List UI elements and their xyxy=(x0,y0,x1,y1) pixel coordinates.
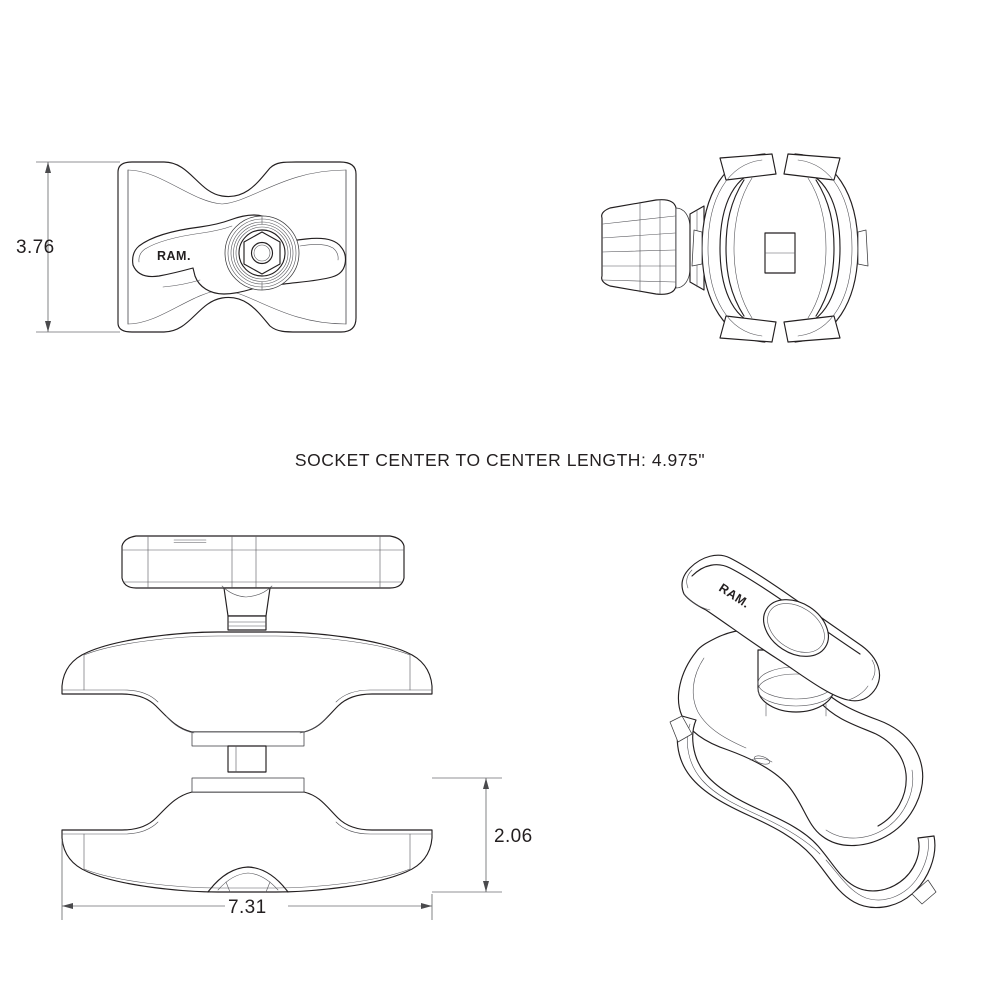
lever-handle-side xyxy=(121,535,405,589)
socket-length-caption: SOCKET CENTER TO CENTER LENGTH: 4.975" xyxy=(294,450,706,470)
arm-upper-half xyxy=(61,631,433,747)
dimension-label-height: 3.76 xyxy=(16,237,55,258)
ram-logo-front: RAM. xyxy=(157,249,191,263)
iso-body-detail xyxy=(749,755,773,765)
view-side-bottom-left: 2.06 7.31 xyxy=(61,535,533,920)
dimension-label-depth: 2.06 xyxy=(494,826,533,847)
dimension-7-31: 7.31 xyxy=(61,840,433,920)
dimension-3-76: 3.76 xyxy=(16,161,120,333)
arm-lower-half xyxy=(61,777,433,893)
view-front-top-left: 3.76 RAM. xyxy=(16,161,357,333)
iso-socket-cup-bottom xyxy=(669,715,937,909)
view-end-top-right xyxy=(601,153,869,343)
lever-boss xyxy=(221,585,273,631)
iso-lever-handle: RAM. xyxy=(681,554,881,702)
socket-cup-right xyxy=(783,153,869,343)
adjustment-knob xyxy=(601,199,691,295)
center-pin xyxy=(227,745,267,773)
dimension-label-width: 7.31 xyxy=(228,897,267,918)
pivot-hex-nut xyxy=(224,215,300,291)
center-connecting-bar xyxy=(764,232,796,274)
socket-cup-left xyxy=(691,153,777,343)
dimension-2-06: 2.06 xyxy=(432,777,533,893)
view-isometric-bottom-right: RAM. xyxy=(669,554,937,909)
